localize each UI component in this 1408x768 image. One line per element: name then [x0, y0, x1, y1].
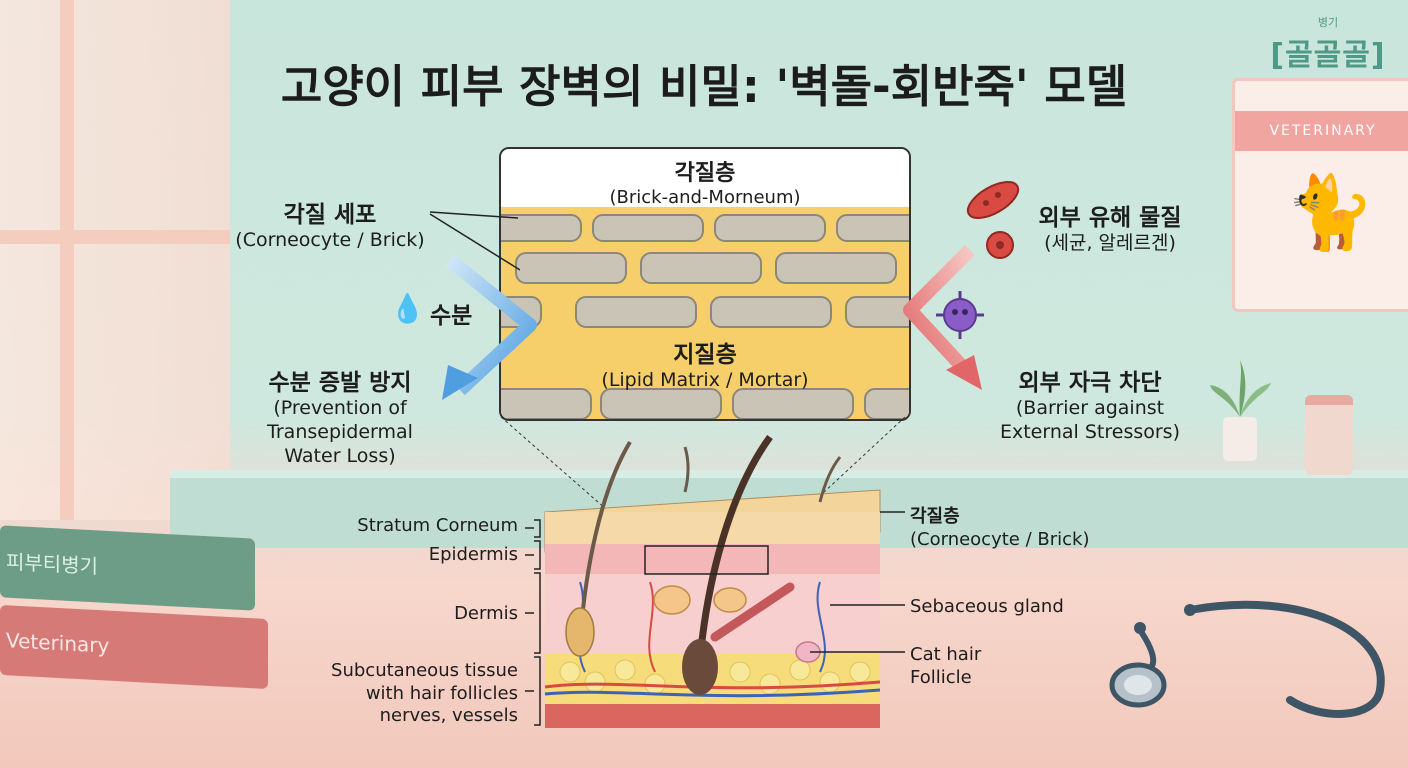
zoom-top-subtitle: (Brick-and-Morneum)	[609, 187, 801, 208]
harmful-substances-label: 외부 유해 물질 (세균, 알레르겐)	[1020, 198, 1200, 256]
water-arrow	[442, 254, 537, 400]
corneum-right-title: 각질층	[910, 506, 960, 527]
zoom-top-title: 각질층	[674, 161, 736, 186]
book-top: 피부티병기	[0, 525, 255, 611]
hair-follicle-label: Cat hair Follicle	[910, 644, 981, 689]
corneocyte-title: 각질 세포	[283, 202, 377, 228]
stethoscope-icon	[1109, 600, 1385, 718]
corneum-right-subtitle: (Corneocyte / Brick)	[910, 528, 1090, 550]
evaporation-line2: Transepidermal	[267, 420, 413, 443]
lipid-mortar-layer: 지질층 (Lipid Matrix / Mortar)	[501, 207, 909, 419]
zoom-middle-subtitle: (Lipid Matrix / Mortar)	[601, 369, 809, 391]
block-title: 외부 자극 차단	[1018, 370, 1162, 396]
evaporation-title: 수분 증발 방지	[268, 370, 412, 396]
potted-plant-icon	[1210, 360, 1271, 461]
bacteria-icon	[966, 181, 1020, 219]
subcutaneous-line1: Subcutaneous tissue	[331, 660, 518, 681]
water-drop-icon: 💧	[390, 292, 425, 325]
allergen-icon	[986, 231, 1014, 259]
dermis-label: Dermis	[454, 603, 518, 624]
block-line1: (Barrier against	[1015, 397, 1165, 419]
barrier-label: 외부 자극 차단 (Barrier against External Stres…	[985, 363, 1195, 445]
book-stack: 피부티병기 Veterinary	[0, 520, 280, 690]
hair-follicle-line1: Cat hair	[910, 644, 982, 665]
hair-follicle-line2: Follicle	[910, 666, 972, 688]
logo-main-text: [골골골]	[1270, 38, 1386, 73]
poster-header: VETERINARY	[1235, 111, 1408, 151]
evaporation-line1: (Prevention of	[273, 397, 407, 419]
stratum-corneum-label: Stratum Corneum	[357, 515, 518, 536]
brick-pattern	[501, 214, 909, 419]
brick-mortar-zoom-panel: 각질층 (Brick-and-Morneum)	[499, 147, 911, 421]
logo-small-text: 병기	[1317, 16, 1339, 29]
skin-cross-section	[544, 434, 881, 728]
evaporation-label: 수분 증발 방지 (Prevention of Transepidermal W…	[235, 363, 445, 468]
background-window	[0, 0, 230, 520]
corneocyte-pointer-lines	[429, 211, 520, 271]
window-frame	[0, 230, 230, 244]
harmful-subtitle: (세균, 알레르겐)	[1044, 232, 1176, 254]
corneocyte-label: 각질 세포 (Corneocyte / Brick)	[215, 195, 445, 253]
right-pointer-lines	[810, 511, 905, 653]
block-line2: External Stressors)	[999, 420, 1180, 443]
corneocyte-subtitle: (Corneocyte / Brick)	[235, 229, 425, 251]
brand-logo: 병기 [골골골]	[1268, 14, 1388, 74]
subcutaneous-line2: with hair follicles	[365, 682, 518, 704]
virus-icon	[936, 291, 984, 339]
block-arrow	[903, 245, 982, 390]
evaporation-line3: Water Loss)	[284, 444, 396, 467]
zoom-middle-title: 지질층	[673, 342, 737, 368]
window-frame	[60, 0, 74, 520]
epidermis-label: Epidermis	[428, 544, 518, 565]
layer-brackets	[525, 519, 541, 726]
subcutaneous-line3: nerves, vessels	[379, 705, 518, 726]
book-bottom: Veterinary	[0, 604, 268, 690]
cat-silhouette-icon: 🐈	[1285, 170, 1375, 254]
jar	[1305, 395, 1353, 475]
harmful-title: 외부 유해 물질	[1038, 205, 1182, 231]
water-label: 수분	[430, 303, 473, 329]
corneum-right-label: 각질층 (Corneocyte / Brick)	[910, 506, 1089, 551]
subcutaneous-label: Subcutaneous tissue with hair follicles …	[288, 660, 518, 728]
vet-poster: VETERINARY 🐈	[1232, 78, 1408, 312]
page-title: 고양이 피부 장벽의 비밀: '벽돌-회반죽' 모델	[280, 60, 1128, 113]
sebaceous-gland-label: Sebaceous gland	[910, 596, 1064, 617]
zoom-header: 각질층 (Brick-and-Morneum)	[501, 149, 909, 208]
